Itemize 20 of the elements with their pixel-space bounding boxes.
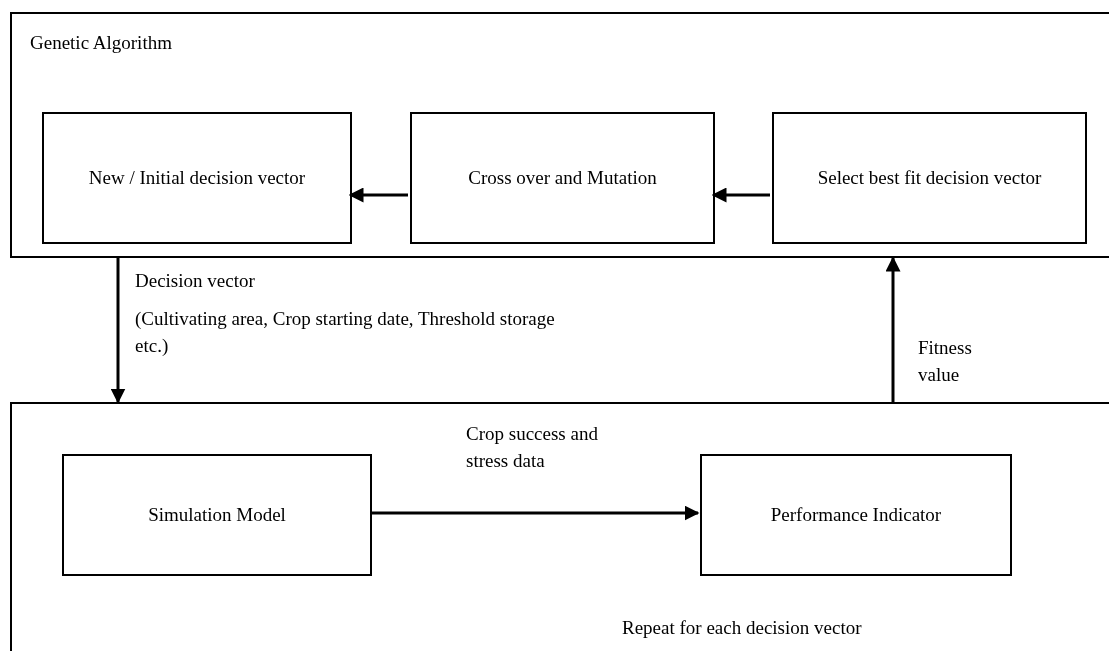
box-label: Select best fit decision vector xyxy=(817,166,1042,191)
arrow xyxy=(110,258,126,404)
process-box xyxy=(62,454,372,576)
box-label: Performance Indicator xyxy=(770,503,942,528)
note-text: (Cultivating area, Crop starting date, Threshold storage etc.) xyxy=(135,307,555,358)
box-label: Simulation Model xyxy=(148,503,286,528)
group-title: Repeat for each decision vector xyxy=(622,617,862,639)
arrow xyxy=(348,187,408,203)
arrow xyxy=(885,256,901,402)
arrow xyxy=(370,505,700,521)
process-box xyxy=(772,112,1087,244)
arrow xyxy=(711,187,770,203)
group-frame xyxy=(10,402,1109,651)
box-label: Cross over and Mutation xyxy=(468,166,657,191)
process-box xyxy=(42,112,352,244)
process-box xyxy=(410,112,715,244)
group-title: Genetic Algorithm xyxy=(30,32,172,54)
process-box xyxy=(700,454,1012,576)
box-label: New / Initial decision vector xyxy=(88,166,306,191)
group-frame xyxy=(10,12,1109,258)
